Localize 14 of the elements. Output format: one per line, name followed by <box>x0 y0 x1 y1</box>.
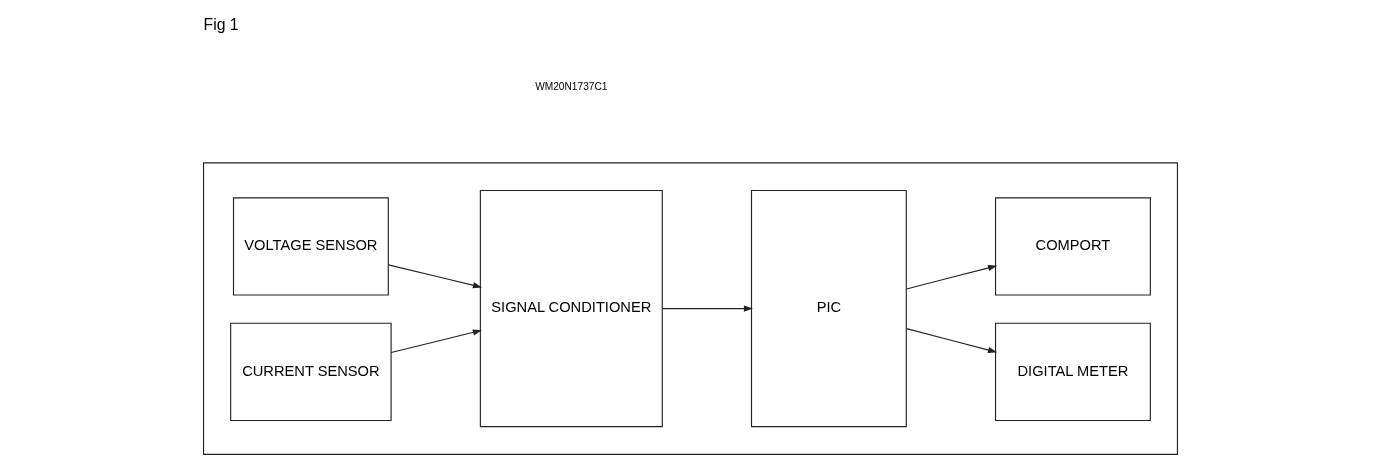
label: WM20N1737C1 <box>534 80 607 92</box>
node-box: PIC <box>750 190 907 428</box>
node-box: SIGNAL CONDITIONER <box>479 190 663 428</box>
arrow <box>905 328 997 354</box>
node-box: VOLTAGE SENSOR <box>232 197 389 296</box>
arrow <box>390 329 482 354</box>
node-box: COMPORT <box>994 197 1151 296</box>
cluster <box>202 162 1178 455</box>
arrow <box>905 264 997 290</box>
diagram-title: Fig 1 <box>203 15 239 33</box>
node-box: CURRENT SENSOR <box>229 322 392 422</box>
arrow <box>661 305 753 312</box>
node-box: DIGITAL METER <box>994 322 1151 422</box>
arrow <box>387 264 482 289</box>
